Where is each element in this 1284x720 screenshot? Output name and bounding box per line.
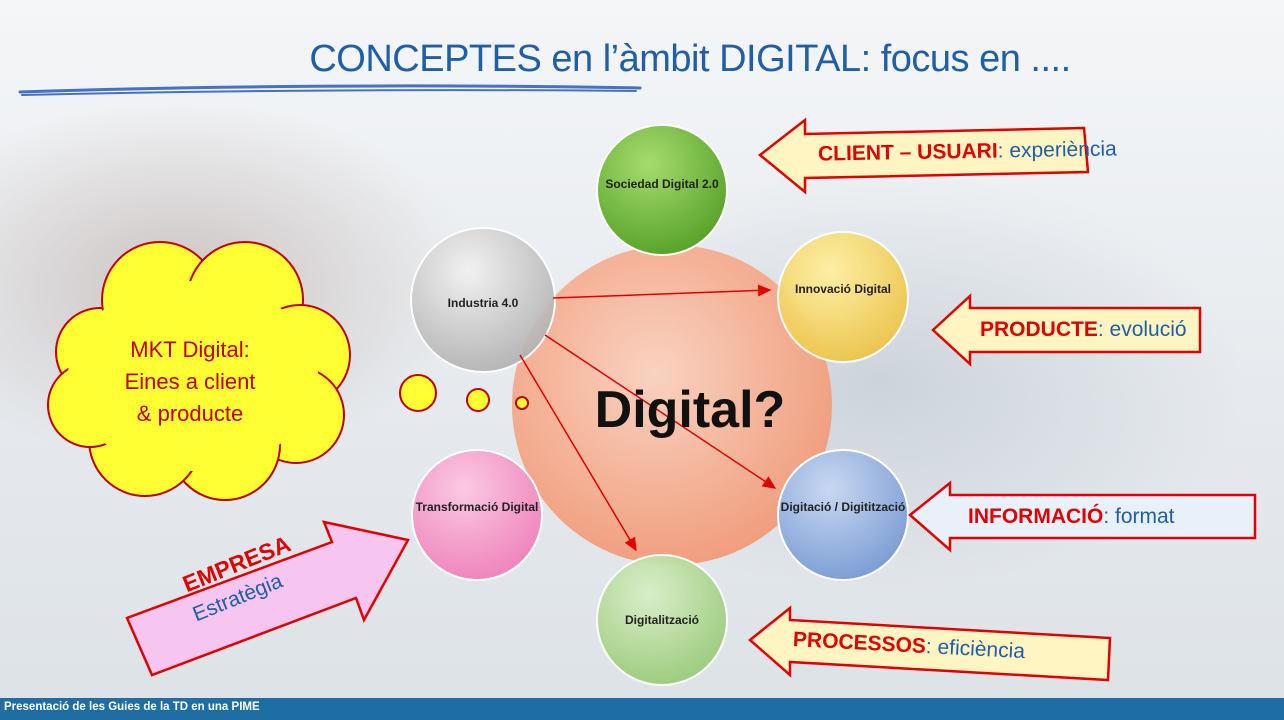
arrow-informacio-key: INFORMACIÓ (968, 505, 1104, 528)
arrow-client (757, 117, 1090, 195)
cloud-text: MKT Digital: Eines a client & producte (70, 334, 310, 430)
node-label-innovacio: Innovació Digital (794, 282, 891, 296)
cloud-line-3: & producte (136, 401, 244, 426)
title-underline (18, 84, 642, 94)
node-circle-digitalitzacio (596, 554, 728, 686)
arrow-producte-value: : evolució (1097, 318, 1187, 341)
node-circle-sociedad (596, 124, 728, 256)
center-label: Digital? (594, 381, 786, 439)
arrow-processos (748, 605, 1112, 682)
connector-digitalitzacio (519, 354, 637, 552)
node-circle-transformacio (411, 449, 543, 581)
thought-bubble-large (399, 374, 437, 412)
arrow-informacio (908, 480, 1257, 553)
arrow-empresa (125, 520, 410, 677)
node-circle-industria (410, 227, 556, 373)
arrow-client-key: CLIENT – USUARI (817, 139, 998, 166)
node-label-sociedad: Sociedad Digital 2.0 (605, 177, 719, 191)
arrow-producte-text: PRODUCTE: evolució (980, 318, 1187, 342)
connector-innovacio (552, 284, 772, 299)
arrow-informacio-value: : format (1103, 505, 1175, 528)
arrow-client-value: : experiència (997, 137, 1117, 163)
node-circle-digitacio (777, 449, 909, 581)
connector-digitacio (544, 334, 777, 489)
node-circle-innovacio (777, 231, 909, 363)
node-label-industria: Industria 4.0 (447, 296, 519, 310)
node-label-transformacio: Transformació Digital (415, 500, 539, 514)
arrow-processos-value: : eficiència (925, 634, 1026, 664)
node-label-digitacio: Digitació / Digitització (780, 500, 906, 514)
thought-cloud (47, 241, 529, 501)
center-circle (512, 245, 832, 565)
footer-text: Presentació de les Guies de la TD en una… (4, 701, 260, 713)
arrow-producte (931, 293, 1202, 367)
node-label-digitalitzacio: Digitalització (624, 613, 699, 627)
arrow-informacio-text: INFORMACIÓ: format (968, 505, 1175, 529)
slide-title: CONCEPTES en l’àmbit DIGITAL: focus en .… (309, 38, 1071, 80)
thought-bubble-small (515, 396, 529, 410)
footer-bar: Presentació de les Guies de la TD en una… (0, 698, 1284, 720)
thought-bubble-medium (466, 388, 490, 412)
arrow-producte-key: PRODUCTE (980, 318, 1098, 341)
cloud-line-1: MKT Digital: (130, 337, 250, 362)
cloud-line-2: Eines a client (124, 369, 256, 394)
